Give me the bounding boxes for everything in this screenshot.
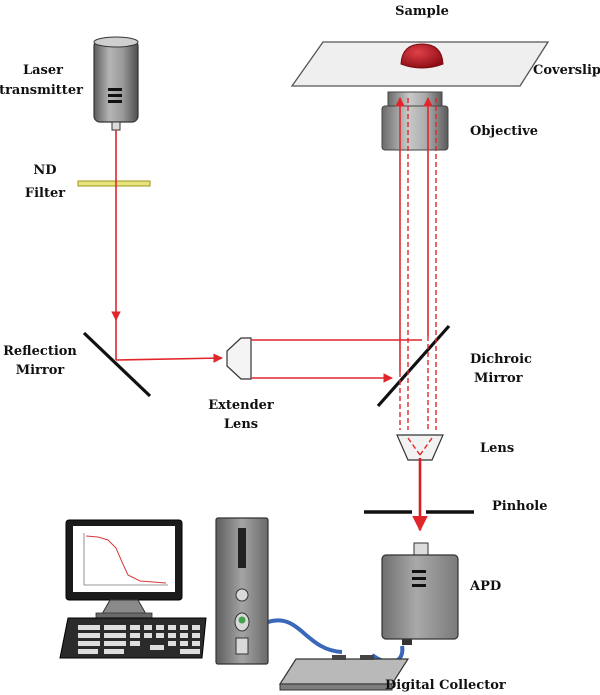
- label-pinhole: Pinhole: [492, 499, 548, 514]
- label-laser-line2: transmitter: [0, 83, 83, 98]
- objective: [381, 91, 449, 151]
- digital-collector: [278, 655, 410, 691]
- label-apd: APD: [469, 579, 501, 594]
- apd-detector: [381, 542, 459, 645]
- label-nd-line1: ND: [33, 163, 56, 178]
- keyboard: [59, 617, 207, 659]
- label-laser-line1: Laser: [23, 63, 63, 78]
- laser-beam-path: [111, 97, 437, 532]
- label-objective: Objective: [470, 124, 538, 139]
- label-reflection-line2: Mirror: [16, 363, 65, 378]
- tube-lens: [396, 434, 444, 461]
- monitor: [65, 519, 183, 619]
- label-extender-line1: Extender: [208, 398, 274, 413]
- laser-transmitter: [93, 36, 139, 131]
- label-lens: Lens: [480, 441, 514, 456]
- nd-filter: [77, 180, 151, 187]
- label-reflection-line1: Reflection: [3, 344, 77, 359]
- extender-lens: [226, 337, 252, 380]
- sample: [400, 43, 444, 69]
- label-extender-line2: Lens: [224, 417, 258, 432]
- reflection-mirror: [82, 331, 152, 398]
- label-dichroic-line1: Dichroic: [470, 352, 532, 367]
- label-sample: Sample: [395, 4, 449, 19]
- label-coverslip: Coverslip: [533, 63, 600, 78]
- label-dichroic-line2: Mirror: [474, 371, 523, 386]
- label-nd-line2: Filter: [25, 186, 65, 201]
- computer-tower: [215, 517, 269, 665]
- dichroic-mirror: [376, 324, 451, 408]
- label-digital-collector: Digital Collector: [385, 678, 506, 693]
